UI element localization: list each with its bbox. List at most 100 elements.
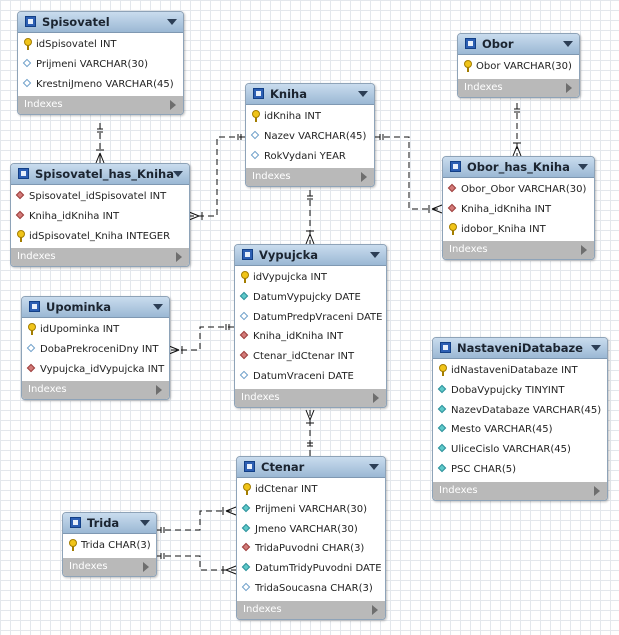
table-header[interactable]: Spisovatel — [18, 12, 183, 33]
table-column[interactable]: idSpisovatel_Kniha INTEGER — [11, 227, 189, 247]
chevron-down-icon[interactable] — [173, 171, 183, 177]
table-column[interactable]: Prijmeni VARCHAR(30) — [237, 500, 385, 520]
indexes-section[interactable]: Indexes — [63, 557, 156, 576]
table-column[interactable]: Vypujcka_idVypujcka INT — [22, 360, 169, 380]
chevron-right-icon[interactable] — [373, 392, 379, 403]
table-column[interactable]: KrestniJmeno VARCHAR(45) — [18, 75, 183, 95]
table-column[interactable]: idNastaveniDatabaze INT — [433, 361, 607, 381]
indexes-section[interactable]: Indexes — [246, 168, 374, 187]
chevron-right-icon[interactable] — [372, 604, 378, 615]
table-trida[interactable]: Trida Trida CHAR(3) Indexes — [62, 512, 157, 577]
indexes-section[interactable]: Indexes — [237, 600, 385, 619]
chevron-down-icon[interactable] — [153, 304, 163, 310]
table-header[interactable]: Upominka — [22, 297, 169, 318]
table-column[interactable]: DatumTridyPuvodni DATE — [237, 559, 385, 579]
table-spisovatel-has-kniha[interactable]: Spisovatel_has_Kniha Spisovatel_idSpisov… — [10, 163, 190, 268]
table-column[interactable]: NazevDatabaze VARCHAR(45) — [433, 401, 607, 421]
table-column[interactable]: idVypujcka INT — [235, 268, 386, 288]
chevron-right-icon[interactable] — [176, 252, 182, 263]
chevron-down-icon[interactable] — [578, 164, 588, 170]
table-name: Spisovatel_has_Kniha — [35, 167, 174, 181]
table-header[interactable]: NastaveniDatabaze — [433, 338, 607, 359]
chevron-down-icon[interactable] — [167, 19, 177, 25]
table-column[interactable]: DatumVypujcky DATE — [235, 288, 386, 308]
chevron-down-icon[interactable] — [563, 41, 573, 47]
table-header[interactable]: Obor_has_Kniha — [443, 157, 594, 178]
table-column[interactable]: RokVydani YEAR — [246, 147, 374, 167]
indexes-section[interactable]: Indexes — [443, 241, 594, 260]
rel-vypujcka-upominka — [169, 326, 234, 351]
nullable-column-icon — [238, 310, 252, 324]
indexes-label: Indexes — [243, 603, 282, 615]
indexes-section[interactable]: Indexes — [235, 388, 386, 407]
chevron-right-icon[interactable] — [361, 172, 367, 183]
table-column[interactable]: UliceCislo VARCHAR(45) — [433, 440, 607, 460]
table-column[interactable]: idSpisovatel INT — [18, 35, 183, 55]
column-label: DatumTridyPuvodni DATE — [255, 563, 382, 575]
indexes-section[interactable]: Indexes — [18, 96, 183, 115]
column-label: Jmeno VARCHAR(30) — [255, 523, 358, 535]
indexes-section[interactable]: Indexes — [11, 248, 189, 267]
table-column[interactable]: idobor_Kniha INT — [443, 220, 594, 240]
chevron-down-icon[interactable] — [140, 520, 150, 526]
indexes-section[interactable]: Indexes — [458, 78, 579, 97]
column-label: DatumVypujcky DATE — [253, 291, 361, 303]
table-header[interactable]: Ctenar — [237, 457, 385, 478]
table-column[interactable]: Obor VARCHAR(30) — [458, 57, 579, 77]
table-column[interactable]: idUpominka INT — [22, 320, 169, 340]
not-null-column-icon — [436, 422, 450, 436]
table-column[interactable]: Kniha_idKniha INT — [235, 327, 386, 347]
table-column[interactable]: TridaSoucasna CHAR(3) — [237, 579, 385, 599]
indexes-section[interactable]: Indexes — [22, 381, 169, 400]
table-column[interactable]: idCtenar INT — [237, 480, 385, 500]
table-column[interactable]: DobaPrekroceniDny INT — [22, 340, 169, 360]
table-column[interactable]: Prijmeni VARCHAR(30) — [18, 55, 183, 75]
not-null-column-icon — [240, 561, 254, 575]
table-column[interactable]: Nazev VARCHAR(45) — [246, 127, 374, 147]
table-icon — [253, 88, 264, 99]
table-nastavenidatabaze[interactable]: NastaveniDatabaze idNastaveniDatabaze IN… — [432, 337, 608, 501]
table-column[interactable]: Mesto VARCHAR(45) — [433, 420, 607, 440]
chevron-down-icon[interactable] — [369, 464, 379, 470]
table-header[interactable]: Trida — [63, 513, 156, 534]
table-column[interactable]: Spisovatel_idSpisovatel INT — [11, 187, 189, 207]
rel-kniha-spisovatel-has-kniha — [189, 136, 245, 217]
column-label: Obor VARCHAR(30) — [476, 61, 572, 72]
column-label: Ctenar_idCtenar INT — [253, 351, 355, 363]
chevron-down-icon[interactable] — [358, 91, 368, 97]
table-column[interactable]: DatumPredpVraceni DATE — [235, 308, 386, 328]
table-column[interactable]: Jmeno VARCHAR(30) — [237, 520, 385, 540]
table-column[interactable]: DatumVraceni DATE — [235, 367, 386, 387]
nullable-column-icon — [240, 581, 254, 595]
not-null-column-icon — [436, 462, 450, 476]
table-column[interactable]: PSC CHAR(5) — [433, 460, 607, 480]
table-column[interactable]: Kniha_idKniha INT — [443, 200, 594, 220]
indexes-section[interactable]: Indexes — [433, 481, 607, 500]
table-column[interactable]: Obor_Obor VARCHAR(30) — [443, 180, 594, 200]
table-column[interactable]: DobaVypujcky TINYINT — [433, 381, 607, 401]
table-vypujcka[interactable]: Vypujcka idVypujcka INT DatumVypujcky DAT… — [234, 244, 387, 408]
table-obor[interactable]: Obor Obor VARCHAR(30) Indexes — [457, 33, 580, 98]
chevron-right-icon[interactable] — [594, 485, 600, 496]
chevron-down-icon[interactable] — [370, 252, 380, 258]
chevron-right-icon[interactable] — [143, 561, 149, 572]
chevron-right-icon[interactable] — [156, 385, 162, 396]
table-header[interactable]: Obor — [458, 34, 579, 55]
chevron-right-icon[interactable] — [170, 100, 176, 111]
chevron-down-icon[interactable] — [591, 345, 601, 351]
table-column[interactable]: Ctenar_idCtenar INT — [235, 347, 386, 367]
table-column[interactable]: idKniha INT — [246, 107, 374, 127]
table-column[interactable]: Kniha_idKniha INT — [11, 207, 189, 227]
chevron-right-icon[interactable] — [581, 245, 587, 256]
table-header[interactable]: Vypujcka — [235, 245, 386, 266]
chevron-right-icon[interactable] — [566, 82, 572, 93]
table-header[interactable]: Spisovatel_has_Kniha — [11, 164, 189, 185]
table-header[interactable]: Kniha — [246, 84, 374, 105]
table-column[interactable]: TridaPuvodni CHAR(3) — [237, 539, 385, 559]
table-column[interactable]: Trida CHAR(3) — [63, 536, 156, 556]
table-obor-has-kniha[interactable]: Obor_has_Kniha Obor_Obor VARCHAR(30)Knih… — [442, 156, 595, 261]
